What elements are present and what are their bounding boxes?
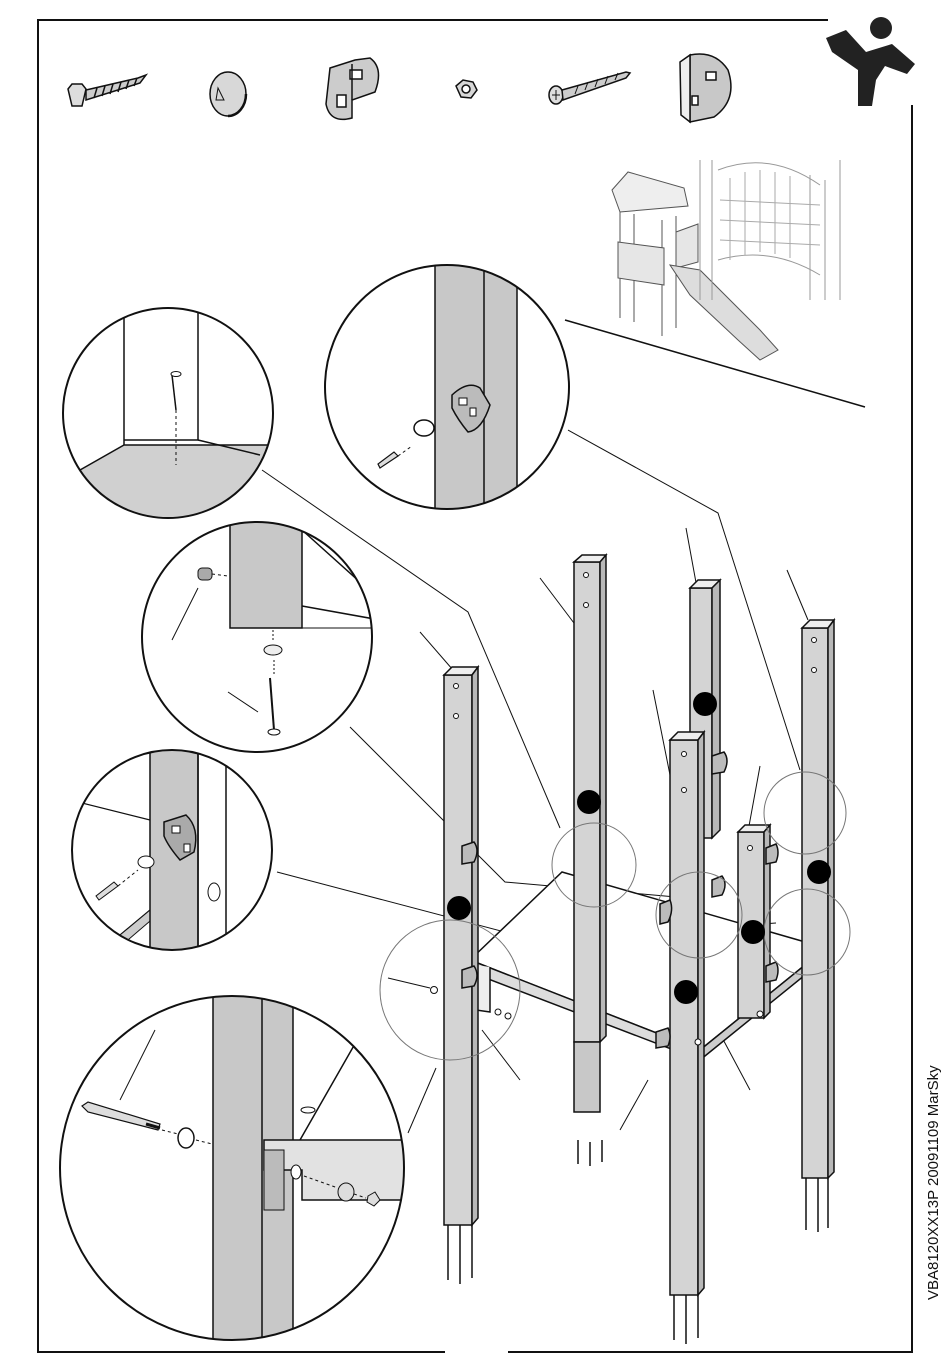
- detail-cap-nut-screw: [140, 520, 380, 760]
- detail-floor-screw: [60, 300, 300, 540]
- detail-carriage-bolt: [58, 995, 410, 1340]
- post-right-back: [802, 620, 834, 1232]
- playset-overview-illustration: [565, 160, 865, 407]
- post-front-middle: [670, 732, 704, 1344]
- step-marker: [577, 790, 601, 814]
- countersunk-wood-screw-icon: [549, 72, 630, 104]
- parts-row: [68, 54, 731, 122]
- detail-bracket-lag-screw: [320, 260, 580, 520]
- step-marker: [741, 920, 765, 944]
- step-marker: [807, 860, 831, 884]
- step-marker: [447, 896, 471, 920]
- detail-bracket-bolt: [70, 750, 280, 960]
- step-marker: [674, 980, 698, 1004]
- post-back-left: [574, 555, 606, 1112]
- hex-head-lag-screw-icon: [68, 75, 146, 106]
- main-assembly: [380, 555, 850, 1344]
- brand-logo: [826, 17, 915, 106]
- floor-deck: [470, 872, 826, 1050]
- document-code-label: VBA8120XX13P 20091109 MarSky: [922, 920, 946, 1300]
- dome-cap-nut-icon: [210, 72, 246, 116]
- corner-bracket-icon: [326, 58, 379, 119]
- hex-nut-icon: [456, 80, 477, 98]
- angle-bracket-plate-icon: [680, 54, 731, 122]
- step-marker: [693, 692, 717, 716]
